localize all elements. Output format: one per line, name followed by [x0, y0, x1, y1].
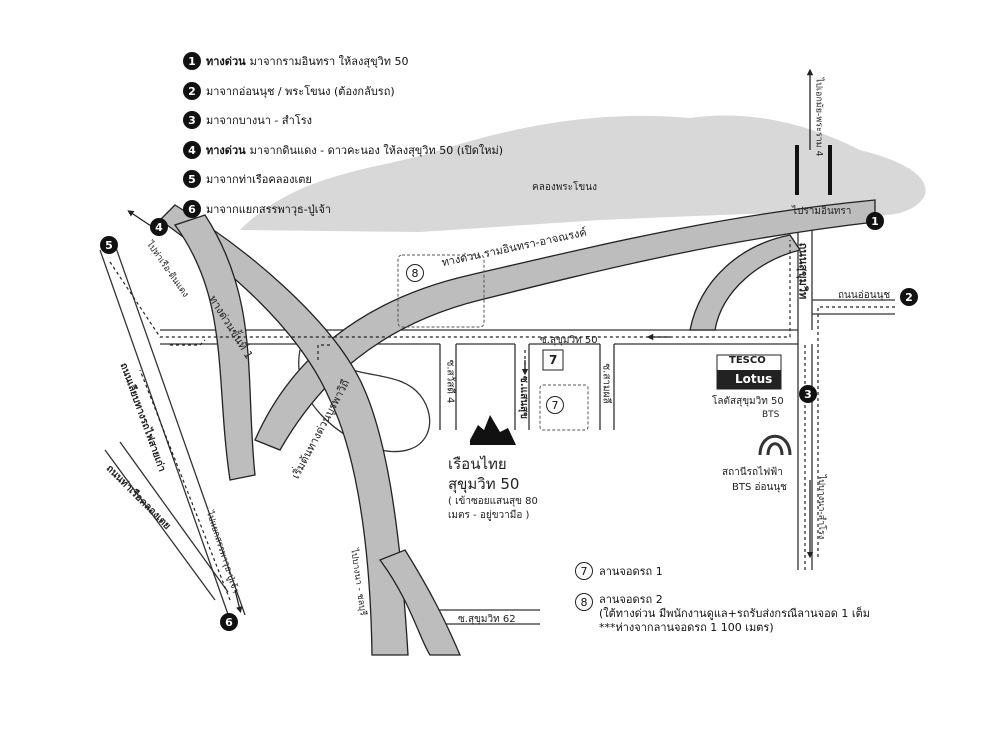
parking-area-7: [539, 384, 589, 431]
thai-house-icon: [470, 415, 516, 445]
marker-2: 2: [900, 288, 918, 306]
parking-badge: 7: [575, 562, 593, 580]
canal-label: คลองพระโขนง: [532, 182, 597, 193]
soi-50-label: ซ.สุขุมวิท 50: [540, 335, 598, 346]
bts-station-label-1: สถานีรถไฟฟ้า: [722, 467, 783, 478]
legend-item-4: 4 ทางด่วน มาจากดินแดง - ดาวคะนอง ให้ลงสุ…: [183, 141, 503, 159]
parking-legend-8: 8 ลานจอดรถ 2 (ใต้ทางด่วน มีพนักงานดูแล+ร…: [575, 593, 870, 635]
map-parking-7: 7: [546, 396, 564, 414]
canal-area: [240, 115, 926, 232]
parking-badge: 8: [575, 593, 593, 611]
restaurant-note-2: เมตร - อยู่ขวามือ ): [448, 510, 530, 521]
legend-item-5: 5 มาจากท่าเรือคลองเตย: [183, 170, 312, 188]
soi-lamsalee-label: ซ.สามผลี: [600, 363, 612, 404]
legend-badge: 1: [183, 52, 201, 70]
legend-item-1: 1 ทางด่วน มาจากรามอินทรา ให้ลงสุขุวิท 50: [183, 52, 409, 70]
legend-item-2: 2 มาจากอ่อนนุช / พระโขนง (ต้องกลับรถ): [183, 82, 395, 100]
sukhumvit-road: [797, 225, 813, 570]
parking-legend-7: 7 ลานจอดรถ 1: [575, 562, 663, 580]
on-nut-road-label: ถนนอ่อนนุช: [838, 290, 891, 301]
legend-item-6: 6 มาจากแยกสรรพาวุธ-ปู่เจ้า: [183, 200, 331, 218]
railway-road: [99, 244, 246, 621]
to-ekamai-label: ไปเอกมัย-พระราม 4: [813, 77, 824, 157]
legend-badge: 6: [183, 200, 201, 218]
bts-station-label-2: BTS อ่อนนุช: [732, 482, 787, 493]
to-ramintra-label: ไปรามอินทรา: [792, 206, 852, 217]
expressway-ramintra: [254, 199, 876, 451]
sukhumvit-road-label: ถนนสุขุมวิท: [796, 242, 810, 300]
map-parking-8: 8: [406, 264, 424, 282]
restaurant-name-2: สุขุมวิท 50: [448, 475, 520, 493]
marker-5: 5: [100, 236, 118, 254]
restaurant-name-1: เรือนไทย: [448, 455, 507, 473]
lotus-branch-label: โลตัสสุขุมวิท 50: [712, 396, 784, 407]
seven-eleven-icon: [542, 349, 564, 371]
tesco-label: TESCO: [729, 355, 766, 366]
legend-badge: 3: [183, 111, 201, 129]
restaurant-note-1: ( เข้าซอยแสนสุข 80: [448, 496, 538, 507]
marker-6: 6: [220, 613, 238, 631]
parking-area-8: [397, 254, 485, 328]
soi-sawatdi-label: ซ.สวัสดี 4: [444, 359, 456, 404]
legend-item-3: 3 มาจากบางนา - สำโรง: [183, 111, 312, 129]
legend-badge: 4: [183, 141, 201, 159]
expressway-1: [158, 204, 409, 656]
legend-badge: 5: [183, 170, 201, 188]
bts-logo-icon: [758, 434, 792, 456]
marker-4: 4: [150, 218, 168, 236]
bts-logo-label: BTS: [762, 410, 780, 420]
soi-62-label: ซ.สุขุมวิท 62: [458, 614, 516, 625]
marker-3: 3: [799, 385, 817, 403]
to-bangna-samrong-label: ไปบางนา-สำโรง: [816, 474, 827, 540]
lotus-label: Lotus: [735, 372, 773, 386]
marker-1: 1: [866, 212, 884, 230]
soi-saensuk-label: ซ.แสนสุข: [517, 376, 529, 419]
seven-eleven-label: 7: [549, 353, 558, 367]
legend-badge: 2: [183, 82, 201, 100]
